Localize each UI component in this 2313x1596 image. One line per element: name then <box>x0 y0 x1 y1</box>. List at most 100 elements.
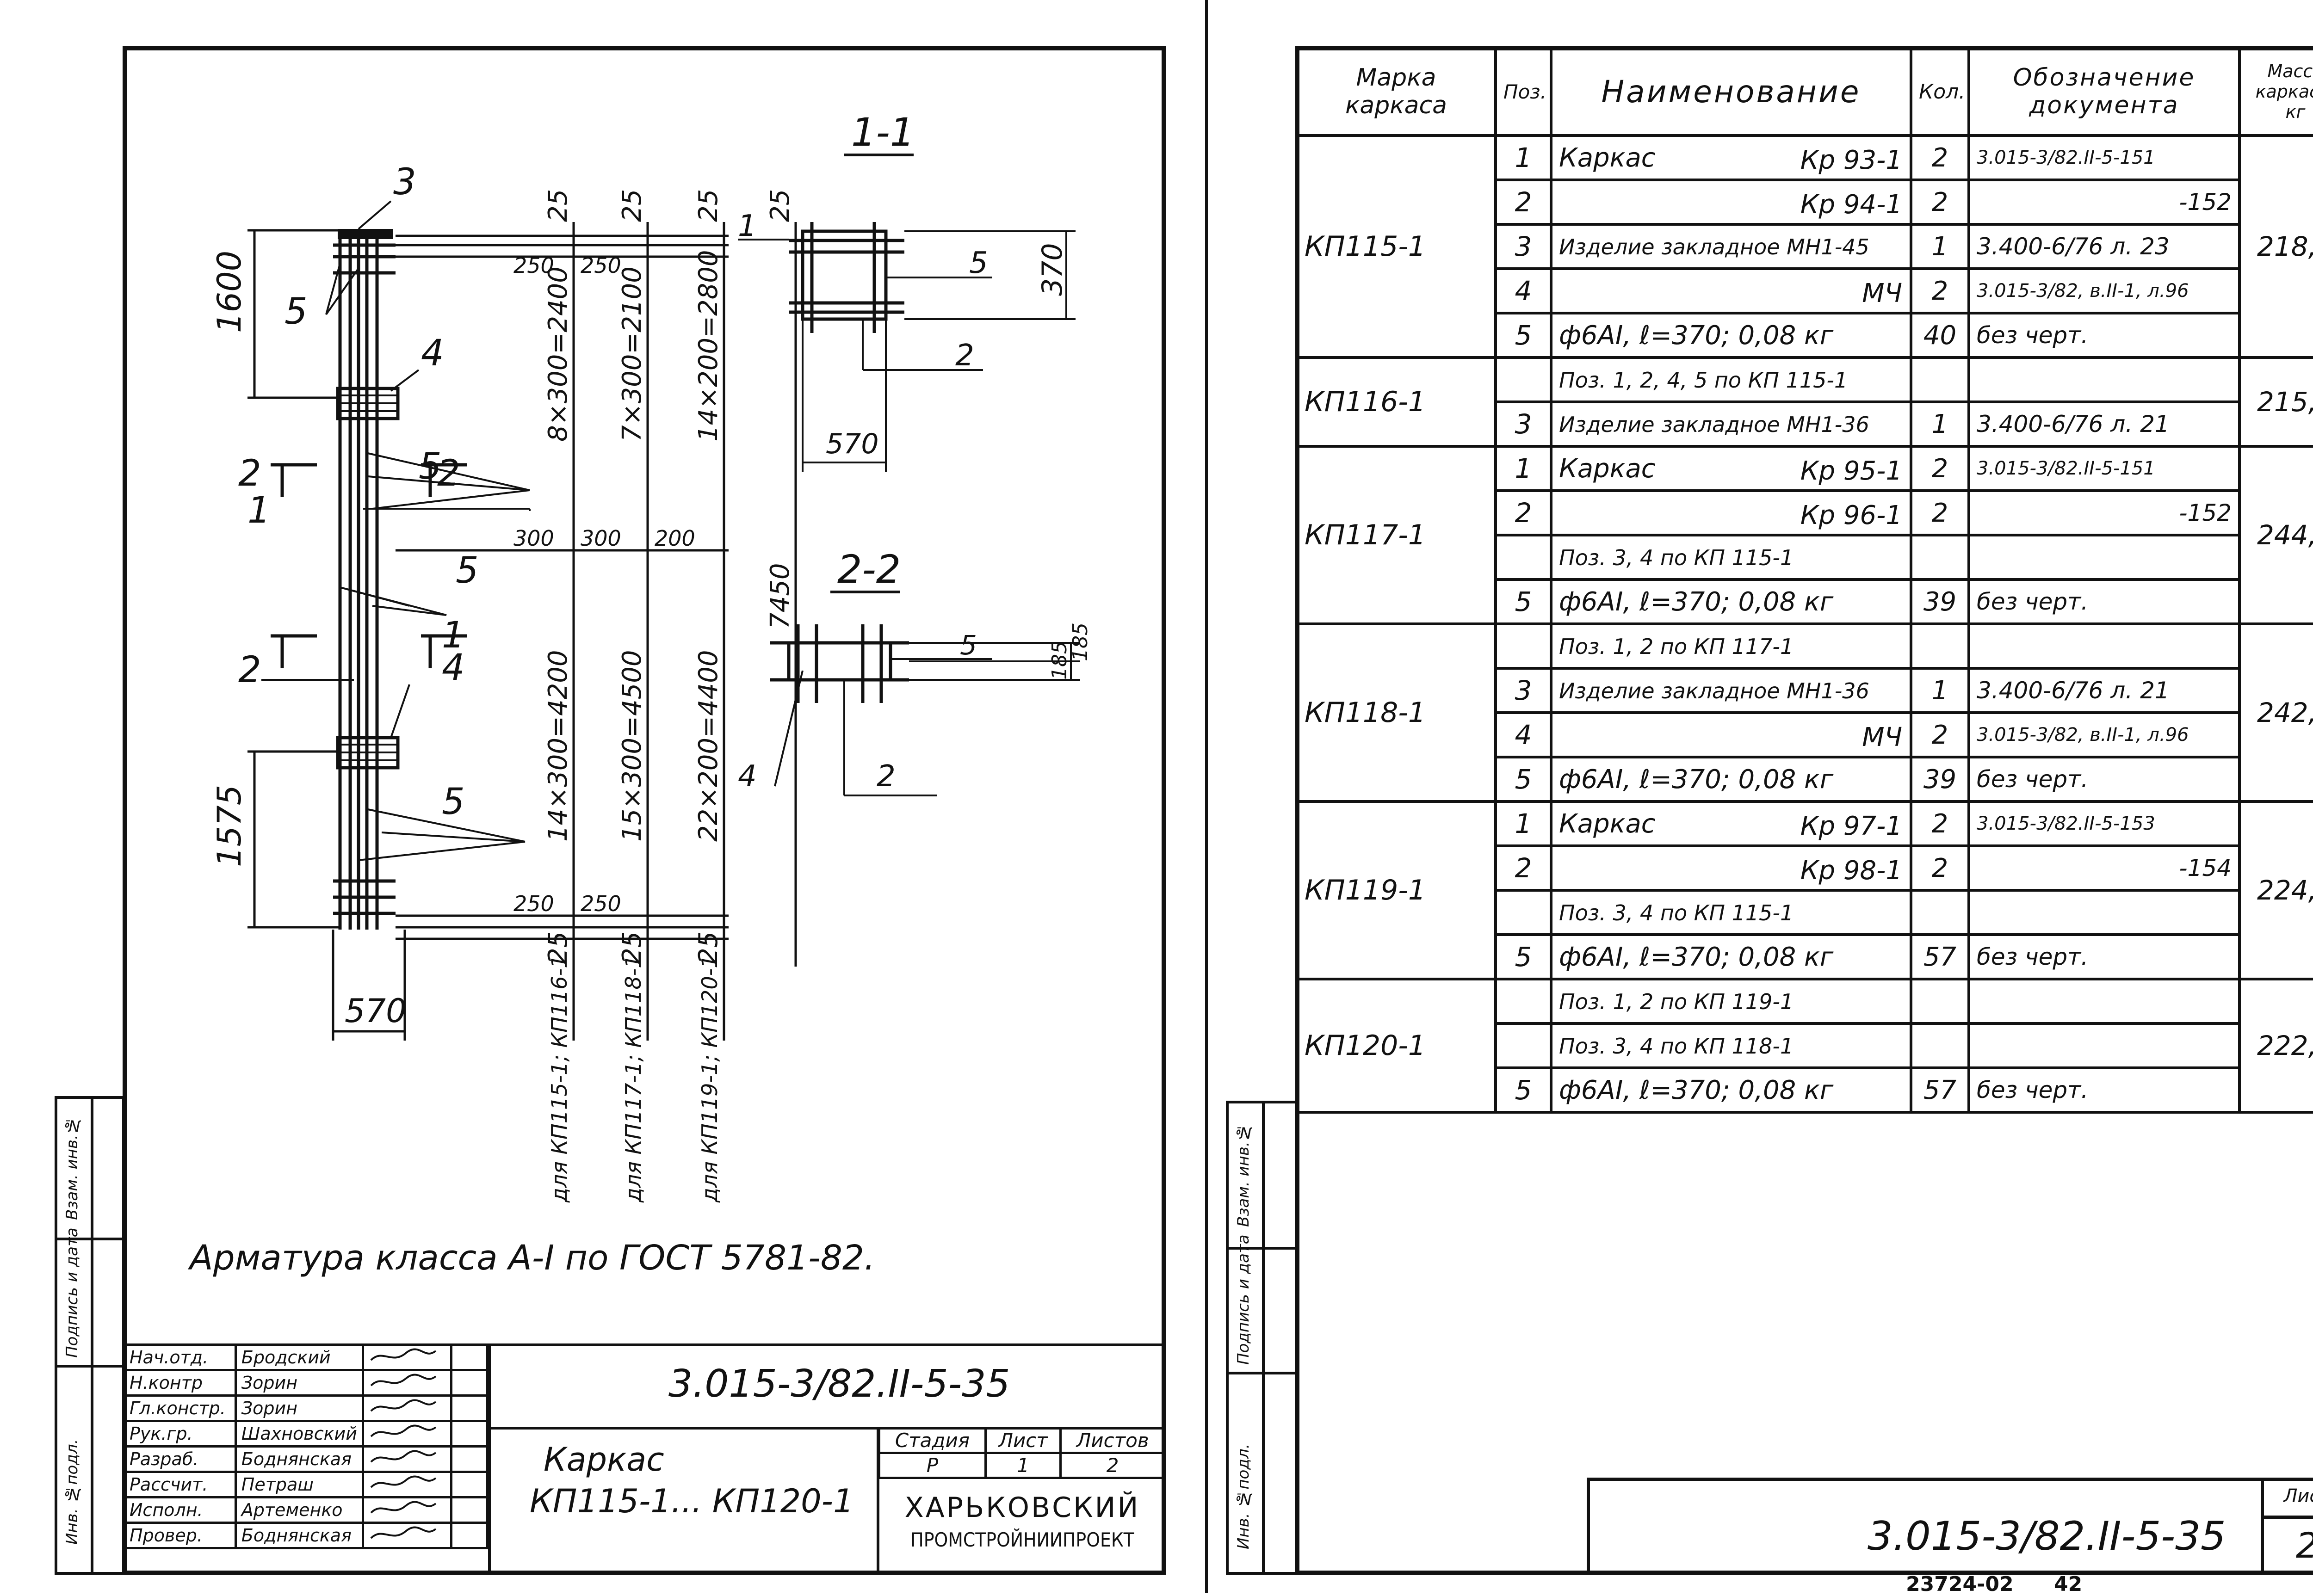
signature-row: Провер.Боднянская <box>123 1522 489 1549</box>
spec-pos: 5 <box>1494 1066 1552 1114</box>
signature-role: Гл.констр. <box>123 1394 237 1422</box>
section-markers <box>271 463 467 668</box>
spec-qty <box>1910 978 1970 1025</box>
dim-15x300: 15×300=4500 <box>617 650 647 842</box>
spec-marka: КП115-1 <box>1295 134 1497 359</box>
spec-pos: 2 <box>1494 844 1552 892</box>
spec-marka: КП119-1 <box>1295 800 1497 980</box>
binding-divider <box>1205 0 1208 1593</box>
spec-name: ф6АI, ℓ=370; 0,08 кг <box>1550 578 1912 625</box>
spec-qty: 2 <box>1910 711 1970 758</box>
spec-mass: 242,0 <box>2238 622 2313 803</box>
dim-top-25d: 25 <box>765 189 795 222</box>
spec-name: Поз. 1, 2 по КП 117-1 <box>1550 622 1912 670</box>
spec-name: ф6АI, ℓ=370; 0,08 кг <box>1550 1066 1912 1114</box>
spec-qty: 1 <box>1910 401 1970 448</box>
spec-name-mark: Кр 96-1 <box>1800 500 1902 530</box>
stage-label: Стадия <box>878 1427 987 1454</box>
header-mass: Масса каркаса, кг <box>2238 46 2313 137</box>
spec-doc: без черт. <box>1967 312 2241 359</box>
dim-columns <box>572 222 797 1041</box>
spec-pos: 1 <box>1494 134 1552 181</box>
left-doc-code: 3.015-3/82.II-5-35 <box>668 1362 1010 1406</box>
dim-top-25a: 25 <box>543 189 573 222</box>
spec-pos: 1 <box>1494 800 1552 847</box>
callout-4b: 4 <box>442 647 465 689</box>
dim-7450: 7450 <box>765 563 795 629</box>
signature-mark <box>361 1522 452 1549</box>
section-1-callout-2: 2 <box>955 339 974 373</box>
spec-mass: 244,3 <box>2238 445 2313 625</box>
rebar-frame <box>338 231 379 930</box>
spec-name: Кр 98-1 <box>1550 844 1912 892</box>
signature-mark <box>361 1343 452 1371</box>
spec-qty: 2 <box>1910 489 1970 536</box>
left-title-line1: Каркас <box>544 1441 664 1479</box>
spec-name: ф6АI, ℓ=370; 0,08 кг <box>1550 312 1912 359</box>
spec-name-main: ф6АI, ℓ=370; 0,08 кг <box>1559 320 1834 351</box>
spec-name: Кр 96-1 <box>1550 489 1912 536</box>
header-marka: Марка каркаса <box>1295 46 1497 137</box>
spec-name: Поз. 3, 4 по КП 118-1 <box>1550 1022 1912 1069</box>
right-stamp: 3.015-3/82.II-5-35 Лист 2 <box>1587 1478 2313 1575</box>
right-strip-inv-podl: Инв. №подл. <box>1234 1443 1253 1550</box>
section-2-callout-4: 4 <box>738 759 757 794</box>
signature-row: Гл.констр.Зорин <box>123 1394 489 1422</box>
spec-name-main: Поз. 1, 2 по КП 117-1 <box>1559 634 1794 659</box>
header-qty: Кол. <box>1910 46 1970 137</box>
dim-7x300: 7×300=2100 <box>617 266 647 442</box>
section-1-title: 1-1 <box>851 110 915 155</box>
spec-pos: 4 <box>1494 267 1552 314</box>
signature-role: Разраб. <box>123 1445 237 1473</box>
dim-top-25c: 25 <box>693 189 724 222</box>
strip-podpis: Подпись и дата <box>63 1227 81 1358</box>
spec-doc: 3.400-6/76 л. 23 <box>1967 223 2241 270</box>
spec-qty <box>1910 1022 1970 1069</box>
section-1-dim-370: 370 <box>1036 243 1069 296</box>
spec-name-main: ф6АI, ℓ=370; 0,08 кг <box>1559 586 1834 617</box>
signature-name: Зорин <box>234 1369 364 1397</box>
signature-name: Зорин <box>234 1394 364 1422</box>
right-side-strip: Инв. №подл. Подпись и дата Взам. инв.№ <box>1226 1101 1298 1575</box>
spec-qty: 2 <box>1910 844 1970 892</box>
dim-22x200: 22×200=4400 <box>693 650 724 842</box>
signature-role: Рук.гр. <box>123 1420 237 1448</box>
spec-name-main: Поз. 3, 4 по КП 115-1 <box>1559 545 1794 570</box>
spec-qty: 1 <box>1910 667 1970 714</box>
dim-bot-25a: 25 <box>543 931 573 964</box>
spec-mass: 218,0 <box>2238 134 2313 359</box>
spec-name-main: ф6АI, ℓ=370; 0,08 кг <box>1559 1075 1834 1105</box>
callout-1a: 1 <box>247 490 271 531</box>
dim-570: 570 <box>345 992 407 1030</box>
signature-mark <box>361 1496 452 1524</box>
sheet-label: Лист <box>984 1427 1062 1454</box>
spec-doc <box>1967 622 2241 670</box>
callout-5c: 5 <box>456 550 479 592</box>
spec-name: Поз. 1, 2 по КП 119-1 <box>1550 978 1912 1025</box>
dim-14x200: 14×200=2800 <box>693 250 724 442</box>
signature-name: Бродский <box>234 1343 364 1371</box>
spec-doc <box>1967 1022 2241 1069</box>
spec-name: Изделие закладное МН1-36 <box>1550 401 1912 448</box>
signature-name: Боднянская <box>234 1445 364 1473</box>
top-plate <box>338 229 393 239</box>
spec-doc: -152 <box>1967 489 2241 536</box>
callout-4a: 4 <box>421 333 444 374</box>
sheet-value: 1 <box>984 1452 1062 1479</box>
section-2-2: 2-2 5 4 2 185 185 <box>738 547 1092 796</box>
signature-mark <box>361 1471 452 1498</box>
spec-doc: -152 <box>1967 179 2241 226</box>
dim-8x300: 8×300=2400 <box>543 266 573 442</box>
dim-bot-25c: 25 <box>693 931 724 964</box>
spec-pos: 3 <box>1494 667 1552 714</box>
spec-doc: 3.400-6/76 л. 21 <box>1967 401 2241 448</box>
spec-marka: КП120-1 <box>1295 978 1497 1114</box>
spec-name-main: Каркас <box>1559 142 1656 173</box>
